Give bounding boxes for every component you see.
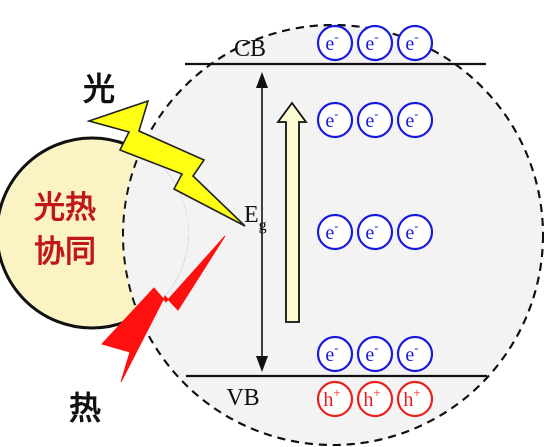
hole-circle xyxy=(316,380,354,418)
excited-electron-middle: e- xyxy=(316,213,354,251)
electron-circle xyxy=(356,213,394,251)
electron-symbol: e- xyxy=(325,218,338,244)
excitation-arrow xyxy=(276,101,308,323)
electron-symbol: e- xyxy=(365,106,378,132)
band-gap-arrow-head-up xyxy=(256,72,268,88)
electron-symbol: e- xyxy=(365,340,378,366)
synergy-label-line1: 光热 xyxy=(34,190,96,225)
vb-hole: h+ xyxy=(356,380,394,418)
electron-circle xyxy=(316,101,354,139)
electron-symbol: e- xyxy=(325,29,338,55)
vb-hole: h+ xyxy=(396,380,434,418)
excited-electron-upper: e- xyxy=(356,101,394,139)
charge-carriers: e-e-e-e-e-e-e-e-e-e-e-e-h+ h+ h+ xyxy=(316,24,434,418)
band-gap-label: Eg xyxy=(244,202,267,234)
electron-symbol: e- xyxy=(325,340,338,366)
synergy-label-line2: 协同 xyxy=(34,234,96,269)
excited-electron-middle: e- xyxy=(396,213,434,251)
vb-hole: h+ xyxy=(316,380,354,418)
cb-label: CB xyxy=(234,36,266,62)
electron-circle xyxy=(356,24,394,62)
heat-lightning-bolt xyxy=(101,235,226,383)
cb-electron: e- xyxy=(316,24,354,62)
heat-label: 热 xyxy=(69,390,101,426)
vb-electron: e- xyxy=(396,335,434,373)
electron-symbol: e- xyxy=(405,29,418,55)
electron-circle xyxy=(396,213,434,251)
electron-circle xyxy=(356,335,394,373)
electron-circle xyxy=(316,24,354,62)
electron-circle xyxy=(396,101,434,139)
band-gap-arrow-head-down xyxy=(256,356,268,372)
electron-symbol: e- xyxy=(365,29,378,55)
electron-symbol: e- xyxy=(405,106,418,132)
electron-circle xyxy=(356,101,394,139)
hole-symbol: h+ xyxy=(363,385,380,411)
eg-subscript: g xyxy=(259,217,267,234)
hole-circle xyxy=(356,380,394,418)
hole-symbol: h+ xyxy=(323,385,340,411)
electron-symbol: e- xyxy=(365,218,378,244)
electron-circle xyxy=(316,213,354,251)
electron-circle xyxy=(396,335,434,373)
excited-electron-upper: e- xyxy=(396,101,434,139)
vb-electron: e- xyxy=(316,335,354,373)
band-circle-dashed-edge xyxy=(122,24,544,446)
hole-circle xyxy=(396,380,434,418)
hole-symbol: h+ xyxy=(403,385,420,411)
eg-main: E xyxy=(244,202,259,228)
electron-circle xyxy=(396,24,434,62)
electron-symbol: e- xyxy=(405,218,418,244)
excited-electron-upper: e- xyxy=(316,101,354,139)
electron-circle xyxy=(316,335,354,373)
vb-label: VB xyxy=(226,385,259,411)
electron-symbol: e- xyxy=(405,340,418,366)
electron-symbol: e- xyxy=(325,106,338,132)
cb-electron: e- xyxy=(396,24,434,62)
light-label: 光 xyxy=(83,71,115,107)
excited-electron-middle: e- xyxy=(356,213,394,251)
vb-electron: e- xyxy=(356,335,394,373)
light-lightning-bolt xyxy=(86,99,246,227)
cb-electron: e- xyxy=(356,24,394,62)
